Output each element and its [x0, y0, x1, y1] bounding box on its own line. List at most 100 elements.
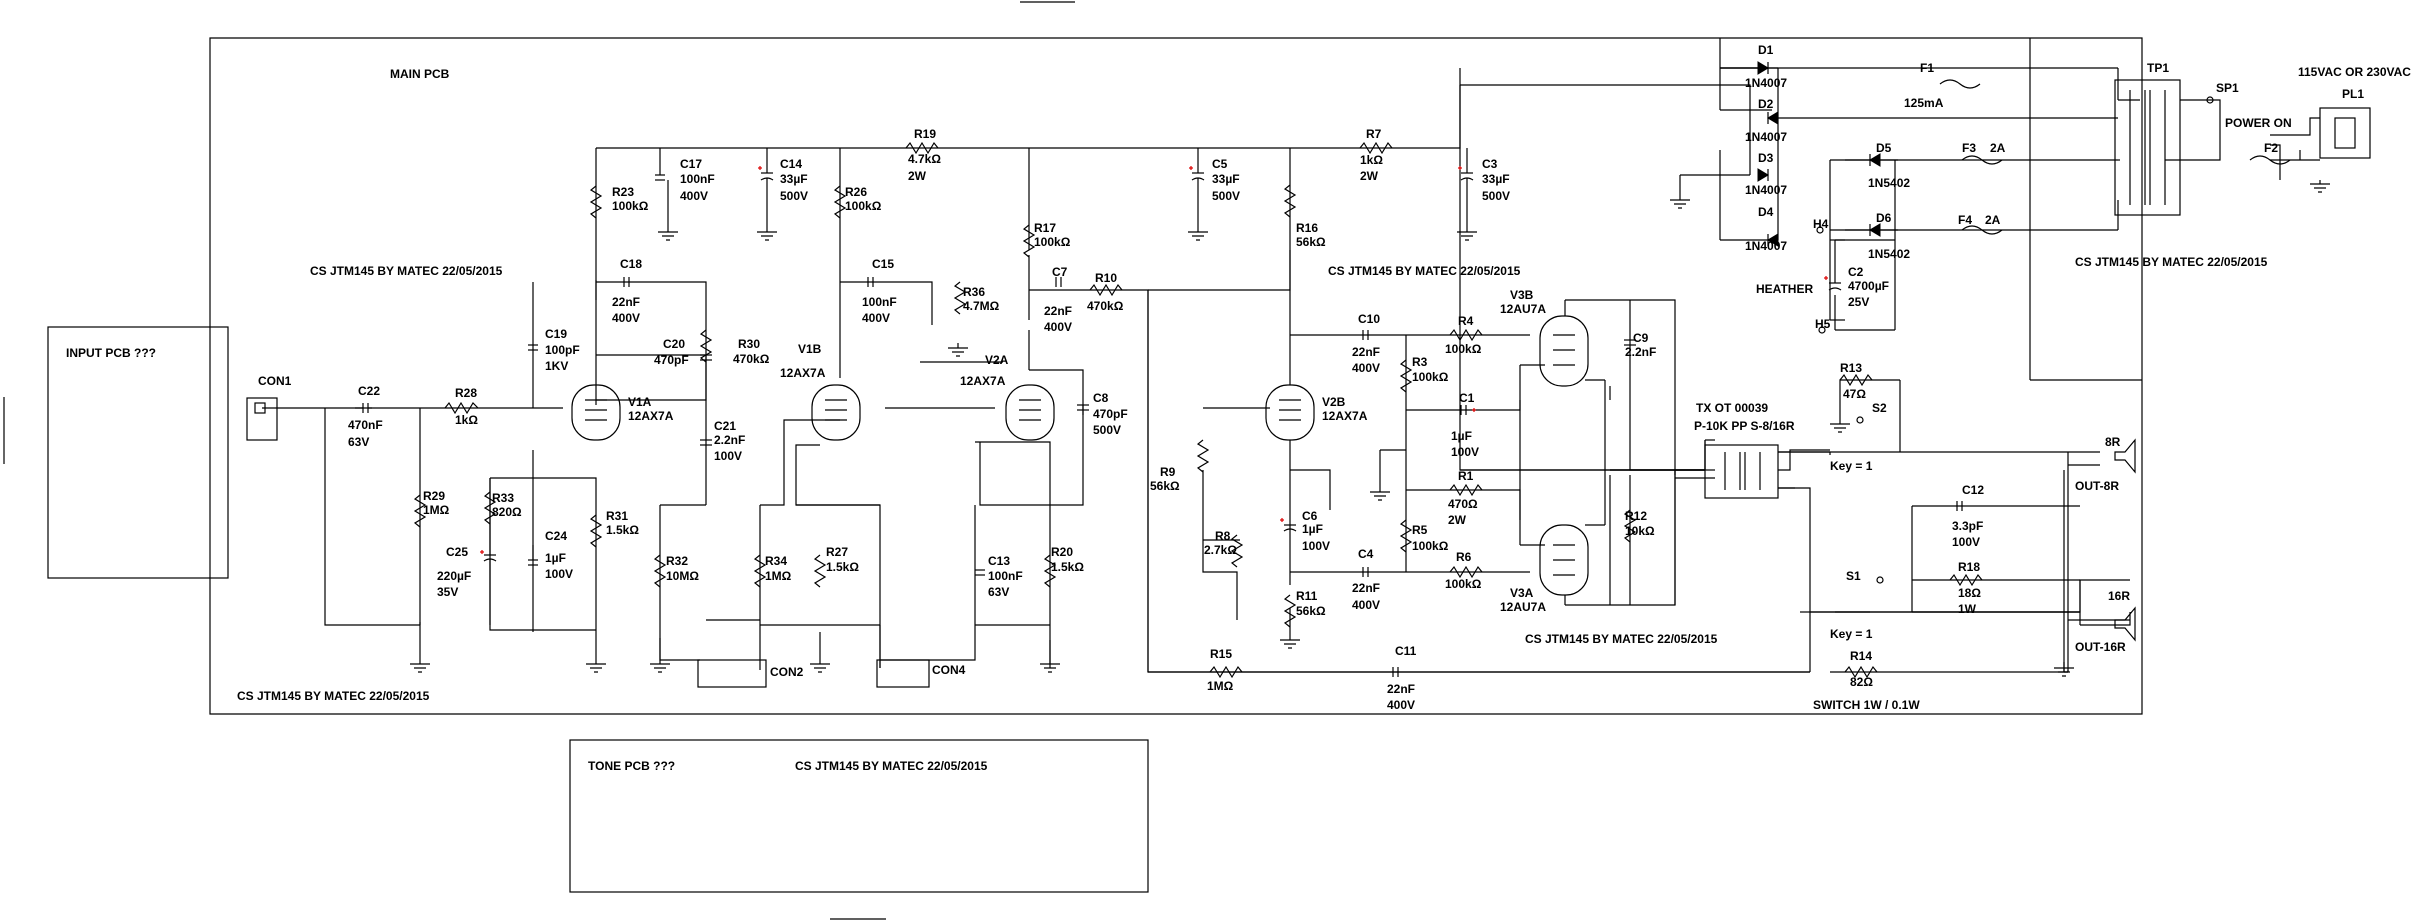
diode-icon: [1720, 61, 1769, 75]
ground-icon: [1457, 220, 1477, 241]
c25-value: 220µF: [437, 569, 471, 583]
c24-voltage: 100V: [545, 567, 573, 581]
tone-pcb-label: TONE PCB ???: [588, 759, 675, 773]
key-label: Key = 1: [1830, 459, 1873, 473]
triode-icon: [571, 384, 621, 441]
resistor-icon: [753, 554, 767, 588]
c19-voltage: 1KV: [545, 359, 568, 373]
out16-label: OUT-16R: [2075, 640, 2126, 654]
wiring: [262, 38, 2320, 673]
pl1-label: PL1: [2342, 87, 2364, 101]
triode-icon: [1539, 315, 1589, 387]
tone-pcb-outline: [569, 739, 1149, 893]
capacitor-icon: [355, 403, 372, 413]
triode-icon: [1265, 384, 1315, 441]
resistor-icon: [1839, 373, 1873, 387]
key-label: Key = 1: [1830, 627, 1873, 641]
r20-value: 1.5kΩ: [1051, 560, 1084, 574]
ground-icon: [586, 632, 606, 673]
c17-value: 100nF: [680, 172, 715, 186]
resistor-icon: [1283, 184, 1297, 218]
power-transformer-icon: [2114, 79, 2181, 216]
r7-power: 2W: [1360, 169, 1379, 183]
switch-s1-icon: [1876, 576, 1884, 584]
credit-label: CS JTM145 BY MATEC 22/05/2015: [310, 264, 503, 278]
f4-ref: F4: [1958, 213, 1972, 227]
c12-ref: C12: [1962, 483, 1984, 497]
r9-value: 56kΩ: [1150, 479, 1180, 493]
c9-ref: C9: [1633, 331, 1649, 345]
c15-voltage: 400V: [862, 311, 890, 325]
r14-ref: R14: [1850, 649, 1872, 663]
fuse-icon: [1961, 225, 2003, 235]
f1-value: 125mA: [1904, 96, 1944, 110]
v3a-type: 12AU7A: [1500, 600, 1546, 614]
r12-value: 10kΩ: [1625, 524, 1655, 538]
resistor-icon: [483, 491, 497, 525]
c17-voltage: 400V: [680, 189, 708, 203]
c1-voltage: 100V: [1451, 445, 1479, 459]
resistor-icon: [1399, 359, 1413, 393]
c18-value: 22nF: [612, 295, 640, 309]
v3b-type: 12AU7A: [1500, 302, 1546, 316]
c10-ref: C10: [1358, 312, 1380, 326]
c11-voltage: 400V: [1387, 698, 1415, 712]
c8-value: 470pF: [1093, 407, 1128, 421]
c5-voltage: 500V: [1212, 189, 1240, 203]
capacitor-icon: [1458, 148, 1474, 220]
d3-ref: D3: [1758, 151, 1774, 165]
ground-icon: [1040, 640, 1060, 673]
credit-label: CS JTM145 BY MATEC 22/05/2015: [1525, 632, 1718, 646]
resistor-icon: [1449, 328, 1483, 342]
r23-value: 100kΩ: [612, 199, 649, 213]
ground-icon: [2054, 662, 2074, 677]
f1-ref: F1: [1920, 61, 1934, 75]
resistor-icon: [589, 514, 603, 548]
capacitor-icon: [700, 439, 712, 446]
c22-voltage: 63V: [348, 435, 369, 449]
capacitors: [355, 148, 1963, 677]
connector-labels: CON1 CON2 CON4 PL1 OUT-8R OUT-16R 8R 16R: [258, 87, 2364, 679]
capacitor-icon: [528, 344, 538, 351]
r26-ref: R26: [845, 185, 867, 199]
fuse-icon: [2249, 155, 2291, 165]
resistor-icon: [1043, 554, 1057, 588]
r4-ref: R4: [1458, 314, 1474, 328]
ground-icon: [1188, 220, 1208, 241]
con4-label: CON4: [932, 663, 966, 677]
credit-label: CS JTM145 BY MATEC 22/05/2015: [795, 759, 988, 773]
ground-icon: [2310, 180, 2330, 193]
con4-connector: [876, 659, 930, 688]
c10-value: 22nF: [1352, 345, 1380, 359]
c6-ref: C6: [1302, 509, 1318, 523]
c4-voltage: 400V: [1352, 598, 1380, 612]
resistor-icon: [953, 281, 967, 315]
r3-value: 100kΩ: [1412, 370, 1449, 384]
power-on-label: POWER ON: [2225, 116, 2292, 130]
c5-value: 33µF: [1212, 172, 1240, 186]
c17-ref: C17: [680, 157, 702, 171]
v2b-type: 12AX7A: [1322, 409, 1368, 423]
c6-voltage: 100V: [1302, 539, 1330, 553]
r8-value: 2.7kΩ: [1204, 543, 1237, 557]
ground-icon: [948, 343, 968, 357]
diode-icon: [1767, 111, 1779, 125]
r8-ref: R8: [1215, 529, 1231, 543]
c3-voltage: 500V: [1482, 189, 1510, 203]
capacitor-icon: [700, 354, 712, 361]
v1b-ref: V1B: [798, 342, 822, 356]
credit-label: CS JTM145 BY MATEC 22/05/2015: [2075, 255, 2268, 269]
r11-value: 56kΩ: [1296, 604, 1326, 618]
h4-label: H4: [1813, 217, 1829, 231]
c14-value: 33µF: [780, 172, 808, 186]
c7-value: 22nF: [1044, 304, 1072, 318]
c3-ref: C3: [1482, 157, 1498, 171]
r33-value: 820Ω: [492, 505, 522, 519]
c6-value: 1µF: [1302, 522, 1323, 536]
c10-voltage: 400V: [1352, 361, 1380, 375]
c4-value: 22nF: [1352, 581, 1380, 595]
r32-ref: R32: [666, 554, 688, 568]
c21-ref: C21: [714, 419, 736, 433]
c13-value: 100nF: [988, 569, 1023, 583]
con1-label: CON1: [258, 374, 292, 388]
